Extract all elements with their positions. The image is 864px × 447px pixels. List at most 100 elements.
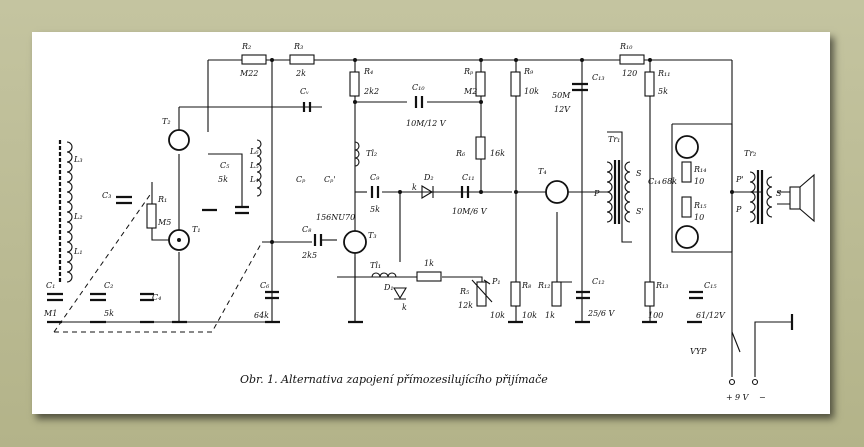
- label-r2: R₂: [241, 42, 251, 51]
- choke-tl1: [371, 272, 397, 278]
- resistor-r14: [681, 161, 692, 183]
- label-d2-k: k: [412, 183, 417, 192]
- capacitor-c3: [116, 195, 132, 205]
- label-r12-value: 1k: [545, 311, 555, 320]
- label-c11: C₁₁: [462, 173, 475, 182]
- label-c8-value: 2k5: [301, 251, 317, 260]
- label-l2: L₂: [73, 212, 83, 221]
- label-c14-value: 68k: [662, 177, 677, 186]
- label-r2-value: M22: [239, 69, 258, 78]
- capacitor-c4: [140, 292, 154, 302]
- label-r5: R₅: [459, 287, 470, 296]
- potentiometer-p1: [471, 279, 493, 303]
- label-r10-value: 120: [622, 69, 637, 78]
- resistor-r15: [681, 196, 692, 218]
- label-tr2-p2: P': [735, 175, 744, 184]
- coils: [58, 139, 773, 284]
- label-tl2: Tl₂: [366, 149, 377, 158]
- capacitor-c15: [689, 290, 703, 300]
- coil-l3-l2-l1: [66, 141, 73, 283]
- transformer-tr1-primary: [606, 161, 613, 223]
- transistors: [168, 129, 699, 254]
- label-c11-value: 10M/6 V: [452, 207, 488, 216]
- label-t3: T₃: [368, 231, 377, 240]
- label-r1-value: M5: [157, 218, 171, 227]
- label-c3: C₃: [102, 191, 111, 200]
- power-switch-vyp: [728, 314, 794, 386]
- label-c9: C₉: [370, 173, 380, 182]
- resistor-r8: [510, 281, 521, 307]
- label-tr2-s: S: [776, 189, 782, 198]
- ground-symbols: [47, 208, 702, 324]
- transistor-t5: [675, 135, 699, 159]
- resistor-1k: [416, 271, 442, 282]
- label-c6-value: 64k: [254, 311, 269, 320]
- label-r14-value: 10: [694, 177, 704, 186]
- label-p1: P₁: [491, 277, 501, 286]
- label-c14: C₁₄: [648, 177, 661, 186]
- transistor-t3: [343, 230, 367, 254]
- label-c2-value: 5k: [104, 309, 114, 318]
- label-r13-value: 100: [648, 311, 663, 320]
- transistor-t2: [168, 129, 190, 151]
- component-labels: R₂ M22 R₃ 2k R₄ 2k2 Rₚ M2 R₉ 10k R₁₀ 120…: [43, 42, 782, 402]
- label-tr1-s: S: [636, 169, 642, 178]
- label-r14: R₁₄: [693, 165, 706, 174]
- label-l5: L₅: [249, 161, 259, 170]
- resistor-r1: [146, 203, 157, 229]
- label-r12: R₁₂: [537, 281, 550, 290]
- label-c15-value: 61/12V: [696, 311, 726, 320]
- label-l6: L₆: [249, 147, 259, 156]
- capacitor-c13: [572, 82, 588, 92]
- label-r8: R₈: [521, 281, 532, 290]
- label-d1-k: k: [402, 303, 407, 312]
- label-tr1-s2: S': [636, 207, 644, 216]
- capacitor-c9: [370, 186, 380, 198]
- capacitor-c8: [313, 234, 323, 246]
- transformer-tr2-secondary: [766, 176, 773, 218]
- label-c1: C₁: [46, 281, 55, 290]
- resistor-r11: [644, 71, 655, 97]
- resistor-r7: [475, 71, 486, 97]
- label-tr1-p: P: [593, 189, 600, 198]
- label-l1: L₁: [73, 247, 83, 256]
- label-c13-voltage: 12V: [554, 105, 571, 114]
- capacitor-c6: [265, 290, 279, 300]
- circuit-schematic: R₂ M22 R₃ 2k R₄ 2k2 Rₚ M2 R₉ 10k R₁₀ 120…: [43, 42, 815, 402]
- capacitors: [47, 82, 703, 302]
- label-c7b: Cₚ': [324, 175, 336, 184]
- label-c6: C₆: [260, 281, 270, 290]
- label-c9-value: 5k: [370, 205, 380, 214]
- capacitor-c2: [90, 292, 106, 302]
- resistor-r13: [644, 281, 655, 307]
- label-tl1: Tl₁: [370, 261, 381, 270]
- label-t4: T₄: [538, 167, 547, 176]
- resistor-r12: [551, 281, 562, 307]
- resistor-r5: [476, 281, 487, 307]
- label-minus: −: [759, 393, 766, 402]
- label-1k: 1k: [424, 259, 434, 268]
- label-c5-value: 5k: [218, 175, 228, 184]
- label-9v: 9 V: [735, 393, 750, 402]
- capacitor-c5: [235, 205, 249, 215]
- choke-tl2: [354, 141, 360, 167]
- resistors: [146, 54, 692, 307]
- label-d2: D₂: [423, 173, 434, 182]
- junction-dots: [177, 58, 734, 244]
- label-r7: Rₚ: [463, 67, 474, 76]
- figure-caption: Obr. 1. Alternativa zapojení přímozesilu…: [240, 373, 548, 386]
- capacitor-c1: [47, 292, 63, 302]
- label-r8-value: 10k: [522, 311, 537, 320]
- label-d1: D₁: [383, 283, 394, 292]
- label-t2: T₂: [162, 117, 171, 126]
- label-c13: C₁₃: [592, 73, 605, 82]
- label-r7-value: M2: [463, 87, 477, 96]
- transformer-tr1-secondary: [624, 161, 631, 223]
- label-r6-value: 16k: [490, 149, 505, 158]
- label-plus: +: [726, 393, 733, 402]
- resistor-r2: [241, 54, 267, 65]
- diode-d2: [421, 185, 434, 199]
- transformer-tr2-primary: [749, 171, 756, 223]
- resistor-r9: [510, 71, 521, 97]
